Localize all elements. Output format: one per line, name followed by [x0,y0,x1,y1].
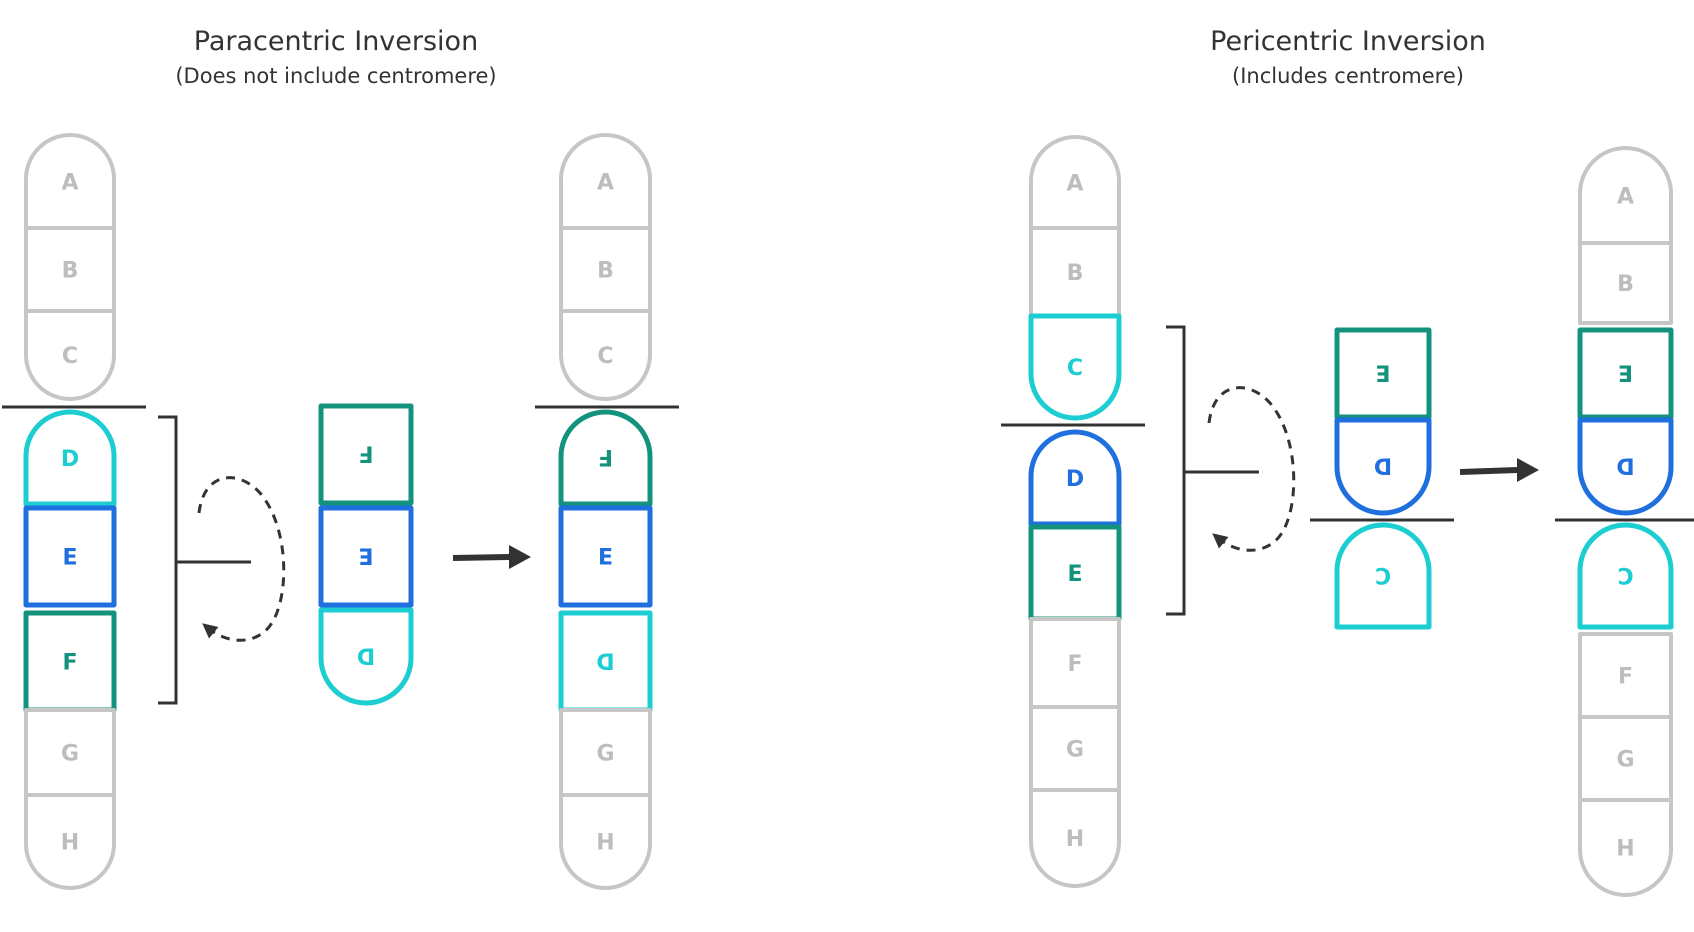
chromosome-segment: E [1577,327,1674,420]
inversion-bracket [1166,325,1259,616]
segment-label: H [61,831,79,856]
segment-label: A [61,171,78,196]
rotation-arrow-icon [197,476,286,642]
pericentric-subtitle: (Includes centromere) [1232,64,1464,88]
chromosome-segment: E [1334,327,1432,420]
segment-label: B [1617,272,1634,297]
segment-label: B [597,259,614,284]
segment-label: D [596,648,614,673]
chromosome-segment: F [318,403,414,506]
segment-label: D [1066,467,1084,492]
chromosome-segment: G [24,708,116,797]
segment-label: F [598,444,613,469]
segment-label: C [1375,562,1391,587]
chromosome-segment: C [1577,522,1674,630]
chromosome-segment: C [559,309,652,401]
chromosome-segment: C [24,309,116,401]
segment-label: F [358,441,373,466]
chromosome-segment: A [559,133,652,230]
chromosome-segment: G [559,708,652,797]
chromosome-segment: B [1029,226,1121,318]
chromosome-segment: E [558,505,653,608]
chromosome-segment: B [24,226,116,313]
paracentric-inverted-segment: F E D [318,403,414,706]
segment-label: G [1616,748,1634,773]
segment-label: F [62,651,77,676]
chromosome-segment: G [1578,715,1673,802]
segment-label: D [1374,453,1392,478]
chromosome-segment: G [1029,705,1121,792]
segment-label: A [1066,172,1083,197]
chromosome-segment: D [318,607,414,706]
segment-label: E [358,543,373,568]
right-arrow-icon [452,545,531,569]
chromosome-segment: B [1578,241,1673,325]
chromosome-segment: C [1028,313,1122,421]
segment-label: F [1618,665,1633,690]
pericentric-original-chromosome: A B C D E F G H [1028,135,1122,888]
chromosome-segment: H [559,793,652,890]
segment-label: C [597,344,613,369]
right-arrow-icon [1459,458,1539,482]
segment-label: D [61,447,79,472]
segment-label: E [1067,562,1082,587]
segment-label: C [1067,356,1083,381]
segment-label: H [1066,827,1084,852]
chromosome-segment: H [1029,788,1121,888]
segment-label: H [596,831,614,856]
segment-label: D [357,643,375,668]
segment-label: D [1616,453,1634,478]
segment-label: E [1618,360,1633,385]
chromosome-segment: E [1028,524,1122,622]
segment-label: E [62,546,77,571]
segment-label: E [1375,360,1390,385]
segment-label: G [61,742,79,767]
pericentric-title: Pericentric Inversion [1210,26,1486,57]
chromosome-segment: H [24,793,116,890]
segment-label: H [1616,837,1634,862]
chromosome-segment: H [1578,798,1673,897]
segment-label: E [598,546,613,571]
inversion-bracket [158,415,251,705]
paracentric-result-chromosome: A B C F E D G H [558,133,653,890]
chromosome-segment: E [23,505,117,608]
chromosome-segment: D [558,610,653,713]
chromosome-segment: A [1029,135,1121,230]
chromosome-segment: F [558,409,653,507]
rotation-arrow-icon [1207,386,1296,552]
chromosome-segment: A [1578,146,1673,245]
segment-label: G [1066,738,1084,763]
paracentric-title: Paracentric Inversion [194,26,478,57]
paracentric-original-chromosome: A B C D E F G H [23,133,117,890]
chromosome-segment: D [1577,417,1674,516]
chromosome-segment: F [1578,632,1673,719]
segment-label: B [1067,261,1084,286]
chromosome-segment: F [23,610,117,713]
paracentric-subtitle: (Does not include centromere) [175,64,496,88]
chromosome-segment: F [1029,617,1121,709]
segment-label: F [1067,652,1082,677]
chromosome-segment: D [23,409,117,507]
segment-label: A [1617,185,1634,210]
chromosome-segment: A [24,133,116,230]
chromosome-segment: D [1028,429,1122,527]
segment-label: A [597,171,614,196]
pericentric-inverted-segment: E D C [1334,327,1432,630]
chromosome-segment: D [1334,417,1432,516]
segment-label: G [596,742,614,767]
chromosome-segment: C [1334,522,1432,630]
chromosome-segment: E [318,505,414,608]
pericentric-result-chromosome: A B E D C F G H [1577,146,1674,897]
segment-label: C [1617,562,1633,587]
chromosome-segment: B [559,226,652,313]
segment-label: B [62,259,79,284]
segment-label: C [62,344,78,369]
